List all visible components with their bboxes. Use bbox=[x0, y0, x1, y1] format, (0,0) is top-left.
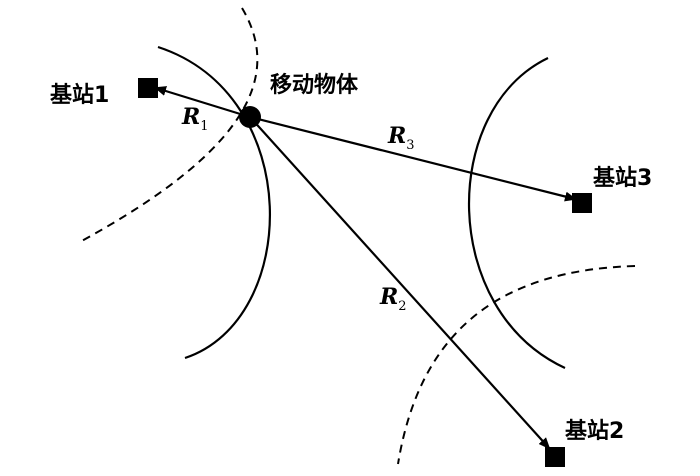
station-3-label: 基站3 bbox=[593, 166, 652, 191]
range-arc-station-3-dashed bbox=[77, 7, 259, 244]
station-1-label: 基站1 bbox=[50, 83, 109, 108]
ray-r3 bbox=[249, 115, 577, 202]
range-arc-station-3 bbox=[468, 57, 566, 369]
station-1-marker bbox=[138, 78, 158, 98]
ray-r1 bbox=[154, 86, 251, 119]
station-2-label: 基站2 bbox=[565, 419, 624, 444]
ray-r2 bbox=[249, 116, 551, 450]
range-label-r3: R3 bbox=[387, 123, 415, 153]
range-label-r1: R1 bbox=[181, 104, 209, 134]
range-arc-station-1 bbox=[157, 45, 272, 360]
station-3-marker bbox=[572, 193, 592, 213]
mobile-object-label: 移动物体 bbox=[270, 72, 359, 98]
range-arc-station-2-dashed bbox=[397, 265, 636, 465]
range-label-r2: R2 bbox=[379, 284, 407, 314]
mobile-object-marker bbox=[239, 106, 261, 128]
station-2-marker bbox=[545, 447, 565, 467]
